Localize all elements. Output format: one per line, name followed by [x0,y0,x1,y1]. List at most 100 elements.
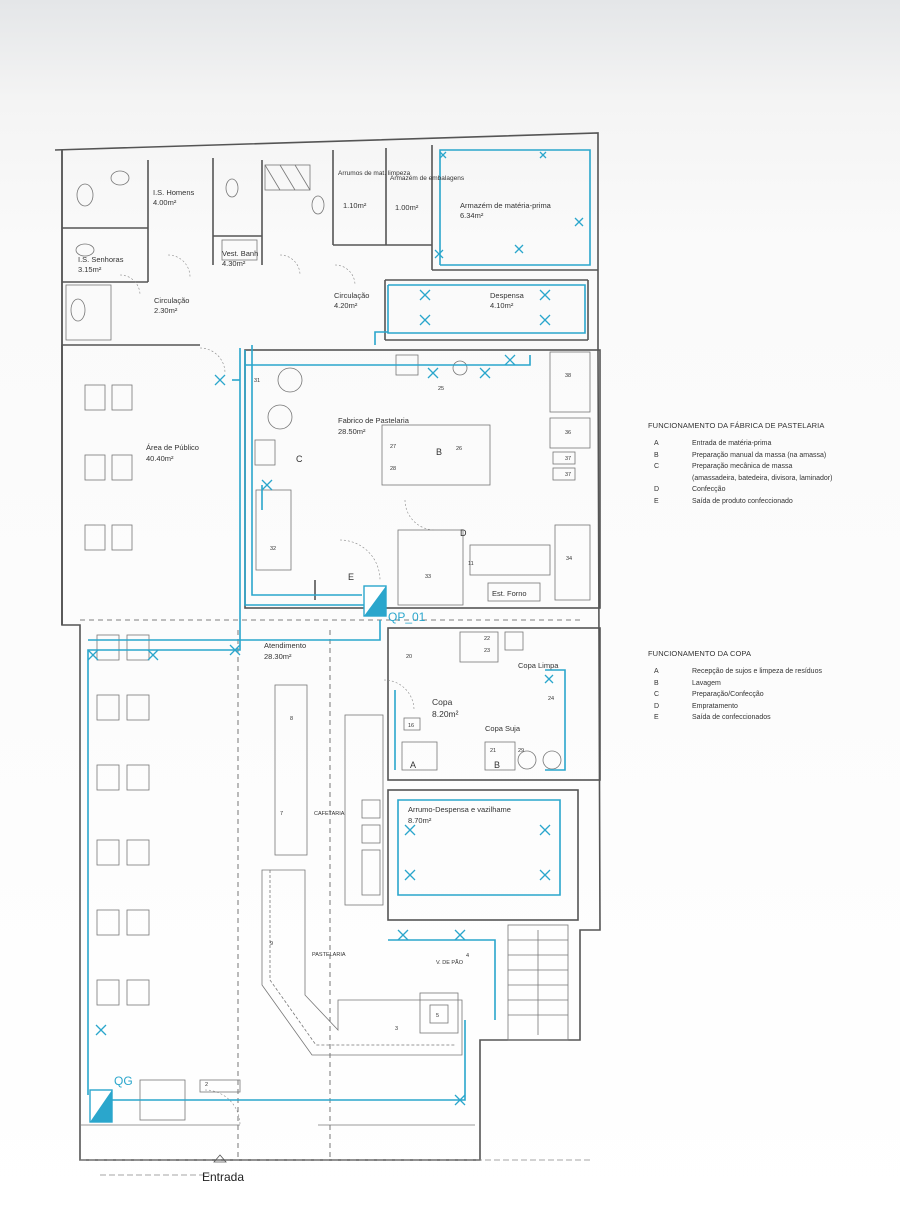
legend-copa-list: A Recepção de sujos e limpeza de resíduos… [648,666,888,724]
equipment-number: 34 [566,556,572,562]
room-vest-banh-area: 4.30m² [222,259,246,268]
equipment-numbers: 31 38 37 37 36 32 33 34 28 27 25 26 11 2… [205,373,572,1088]
equipment-number: 7 [280,811,283,817]
room-armazem-mp-name: Armazém de matéria-prima [460,201,552,210]
legend-item: C Preparação/Confecção [648,689,888,701]
equipment-number: 36 [565,430,571,436]
walls [54,132,601,1161]
room-fabrico-area: 28.50m² [338,427,366,436]
room-circulacao2-area: 4.20m² [334,301,358,310]
legend-text: Preparação/Confecção [692,691,764,698]
zone-letters: C B D E A B [296,447,500,770]
legend-text: Preparação manual da massa (na amassa) [692,451,827,459]
equipment-number: 2 [205,1082,208,1088]
label-est-forno: Est. Forno [492,589,527,598]
label-pastelaria: PASTELARIA [312,952,346,958]
room-armazem-emb-name: Armazém de embalagens [390,175,465,182]
equipment-number: 32 [270,546,276,552]
zone-letter-b: B [436,447,442,457]
label-v-de-pao: V. DE PÃO [436,959,464,966]
room-copa-limpa: Copa Limpa [518,661,559,670]
legend-text: Recepção de sujos e limpeza de resíduos [692,668,822,675]
room-despensa-area: 4.10m² [490,301,514,310]
legend-key: B [654,451,659,459]
room-arrumos-area: 1.10m² [343,201,367,210]
equipment-number: 33 [425,574,431,580]
equipment-number: 24 [548,696,554,702]
room-atendimento-area: 28.30m² [264,652,292,661]
equipment-number: 11 [468,561,474,567]
copa-letter-b: B [494,760,500,770]
equipment-number: 25 [438,386,444,392]
equipment-number: 9 [270,941,273,947]
legend-text: (amassadeira, batedeira, divisora, lamin… [692,474,833,482]
equipment-number: 8 [290,716,293,722]
equipment-number: 20 [406,654,412,660]
legend-key: E [654,714,659,721]
legend-item: E Saída de produto confeccionado [648,496,888,508]
room-is-senhoras-name: I.S. Senhoras [78,255,124,264]
room-circulacao1-area: 2.30m² [154,306,178,315]
equipment-number: 37 [565,456,571,462]
room-labels: I.S. Homens 4.00m² Arrumos de mat. limpe… [78,170,559,966]
legend-item: E Saída de confeccionados [648,712,888,724]
equipment-number: 37 [565,472,571,478]
legend-key [648,473,692,485]
room-is-homens-name: I.S. Homens [153,188,195,197]
legend-text: Confecção [692,486,726,493]
legend-key: D [654,486,660,493]
room-fabrico-name: Fabrico de Pastelaria [338,416,410,425]
door-swings [119,254,436,1126]
fixtures [65,164,591,1126]
equipment-number: 5 [436,1013,439,1019]
equipment-number: 27 [390,444,396,450]
legend-item: D Confecção [648,484,888,496]
room-publico-area: 40.40m² [146,454,174,463]
legend-text: Lavagem [692,679,721,687]
legend-text: Saída de produto confeccionado [692,497,793,505]
legend-key: E [654,497,659,505]
copa-letter-a: A [410,760,416,770]
legend-key: C [654,463,660,470]
legend-fabrica-title: FUNCIONAMENTO DA FÁBRICA DE PASTELARIA [648,421,825,430]
room-circulacao1-name: Circulação [154,296,189,305]
equipment-number: 26 [456,446,462,452]
legend-copa-title: FUNCIONAMENTO DA COPA [648,649,752,658]
room-is-homens-area: 4.00m² [153,198,177,207]
zone-letter-c: C [296,454,303,464]
room-vest-banh-name: Vest. Banh [222,249,258,258]
equipment-number: 31 [254,378,260,384]
legend-text: Saída de confeccionados [692,714,771,721]
equipment-number: 4 [466,953,469,959]
legend-key: D [654,702,660,710]
room-arrumo-despensa-name: Arrumo-Despensa e vazilhame [408,805,511,814]
equipment-number: 38 [565,373,571,379]
legend-key: A [654,440,659,447]
room-circulacao2-name: Circulação [334,291,369,300]
legend-item: A Entrada de matéria-prima [648,438,888,450]
public-tables [84,384,150,1006]
legend-item: B Preparação manual da massa (na amassa) [648,450,888,462]
equipment-number: 23 [484,648,490,654]
room-copa-suja: Copa Suja [485,724,521,733]
equipment-number: 22 [484,636,490,642]
legend-text: Entrada de matéria-prima [692,440,772,447]
legend-fabrica: FUNCIONAMENTO DA FÁBRICA DE PASTELARIA A… [648,421,888,507]
room-armazem-emb-area: 1.00m² [395,203,419,212]
room-atendimento-name: Atendimento [264,641,306,650]
legend-key: C [654,691,660,698]
legend-copa: FUNCIONAMENTO DA COPA A Recepção de sujos… [648,649,888,724]
legend-fabrica-list: A Entrada de matéria-prima B Preparação ma… [648,438,888,507]
room-copa-name: Copa [432,697,453,707]
legend-key: A [654,668,659,675]
label-cafetaria: CAFETARIA [314,811,345,817]
legend-text: Preparação mecânica de massa [692,463,793,470]
qg-panel-label: QG [114,1074,133,1088]
electrical-circuit [87,149,591,1106]
qp-panel-label: QP_01 [388,610,426,624]
legend-item: C Preparação mecânica de massa [648,461,888,473]
equipment-number: 3 [395,1026,398,1032]
